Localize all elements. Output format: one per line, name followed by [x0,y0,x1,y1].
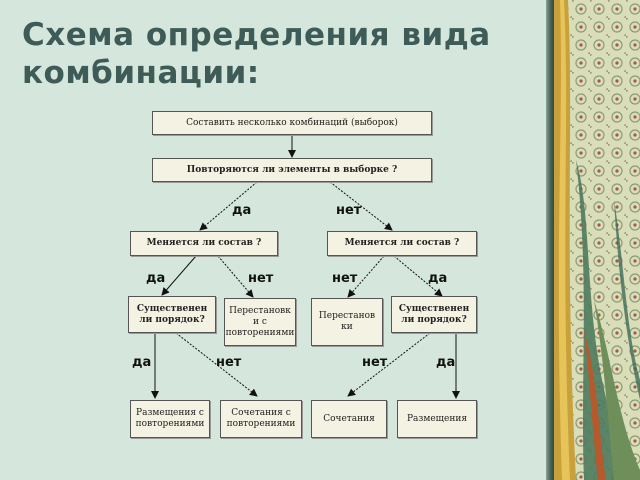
arrow-compleft-yes [161,255,197,296]
label-no-order-right: нет [362,355,388,370]
node-composition-question-left: Меняется ли состав ? [130,231,278,256]
page-title-line-1: Схема определения вида [22,17,491,53]
label-yes-repeat: да [232,203,252,218]
arrow-repeat-yes [199,181,258,231]
label-yes-composition-left: да [146,271,166,286]
decorative-side-panel [554,0,640,480]
node-permutations: Перестанов ки [311,298,383,346]
page-title: Схема определения вида комбинации: [22,16,491,92]
node-arrangements: Размещения [397,400,477,438]
node-order-question-left: Существенен ли порядок? [128,296,216,333]
arrow-compleft-no [217,255,254,298]
node-combinations-with-repetition: Сочетания с повторениями [220,400,302,438]
node-order-question-right: Существенен ли порядок? [391,296,477,333]
label-yes-order-left: да [132,355,152,370]
label-yes-order-right: да [436,355,456,370]
label-no-order-left: нет [216,355,242,370]
node-composition-question-right: Меняется ли состав ? [327,231,477,256]
node-arrangements-with-repetition: Размещения с повторениями [130,400,210,438]
page-title-line-2: комбинации: [22,55,260,91]
label-no-repeat: нет [336,203,362,218]
node-permutations-with-repetition: Перестановк и с повторениями [224,298,296,346]
label-yes-composition-right: да [428,271,448,286]
slide-edge-shadow [546,0,554,480]
arrow-repeat-no [329,181,393,231]
label-no-composition-right: нет [332,271,358,286]
slide: Схема определения вида комбинации: Соста… [22,16,491,438]
node-combinations: Сочетания [311,400,387,438]
arrow-orderleft-no [175,332,258,397]
label-no-composition-left: нет [248,271,274,286]
node-start: Составить несколько комбинаций (выборок) [152,111,432,135]
node-repeat-question: Повторяются ли элементы в выборке ? [152,158,432,182]
flowchart-arrows [151,135,460,399]
